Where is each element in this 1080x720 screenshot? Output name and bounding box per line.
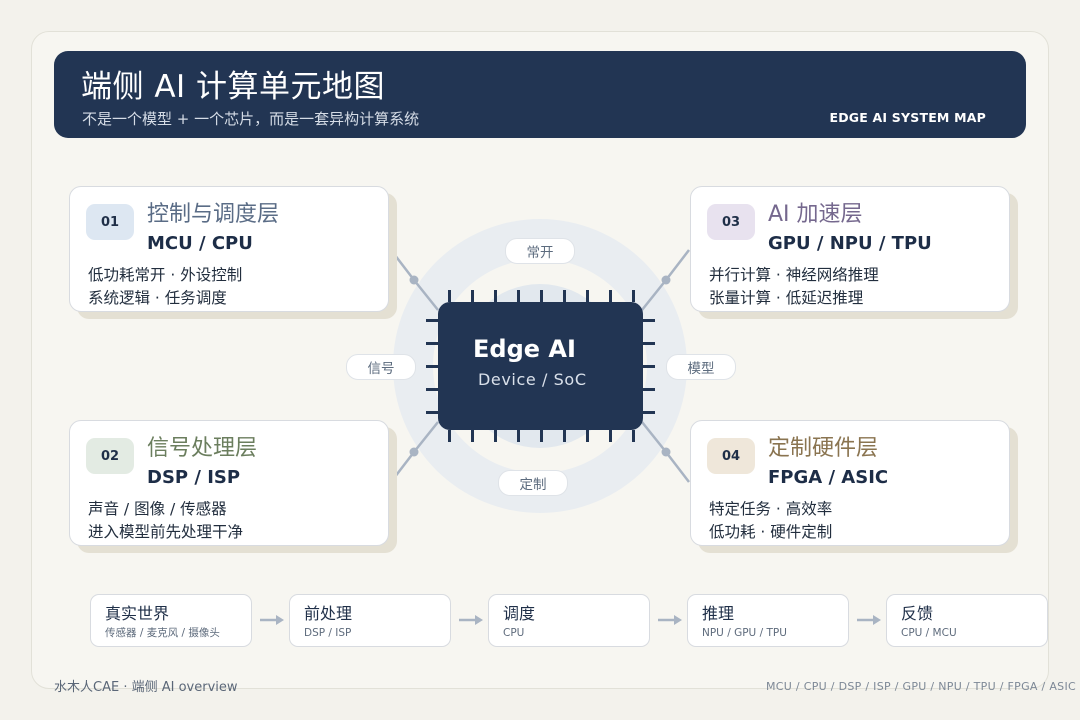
pill-bottom: 定制 bbox=[498, 470, 568, 496]
pill-left: 信号 bbox=[346, 354, 416, 380]
layer-desc-line: 进入模型前先处理干净 bbox=[88, 523, 244, 541]
layer-desc-line: 并行计算 · 神经网络推理 bbox=[709, 266, 879, 284]
pill-top: 常开 bbox=[505, 238, 575, 264]
header-tag: EDGE AI SYSTEM MAP bbox=[829, 110, 986, 125]
pipeline-arrows bbox=[260, 615, 881, 625]
step-subtitle: CPU bbox=[503, 627, 525, 639]
footer-credit: 水木人CAE · 端侧 AI overview bbox=[54, 680, 238, 695]
layer-chip: GPU / NPU / TPU bbox=[768, 233, 932, 254]
layer-card-custom: 04 定制硬件层 FPGA / ASIC 特定任务 · 高效率 低功耗 · 硬件… bbox=[690, 420, 1010, 546]
layer-number-badge: 02 bbox=[86, 438, 134, 474]
footer-chip-list: MCU / CPU / DSP / ISP / GPU / NPU / TPU … bbox=[766, 680, 1076, 693]
layer-desc-line: 低功耗常开 · 外设控制 bbox=[88, 266, 243, 284]
chip-pins bbox=[426, 290, 655, 442]
pipeline-step-inference: 推理 NPU / GPU / TPU bbox=[687, 594, 849, 647]
page-title: 端侧 AI 计算单元地图 bbox=[81, 69, 386, 105]
step-subtitle: CPU / MCU bbox=[901, 627, 957, 639]
connector-dot-bottom-left bbox=[409, 447, 419, 457]
layer-number-badge: 01 bbox=[86, 204, 134, 240]
step-title: 调度 bbox=[503, 604, 536, 623]
layer-name: 定制硬件层 bbox=[768, 436, 879, 461]
step-title: 反馈 bbox=[901, 604, 934, 623]
connector-dot-bottom-right bbox=[661, 447, 671, 457]
layer-chip: MCU / CPU bbox=[147, 233, 253, 254]
layer-desc-line: 系统逻辑 · 任务调度 bbox=[88, 289, 227, 307]
layer-chip: FPGA / ASIC bbox=[768, 467, 889, 488]
connector-dot-top-right bbox=[661, 275, 671, 285]
layer-name: AI 加速层 bbox=[768, 202, 863, 227]
layer-number-badge: 04 bbox=[707, 438, 755, 474]
layer-chip: DSP / ISP bbox=[147, 467, 241, 488]
soc-title: Edge AI bbox=[473, 335, 576, 363]
layer-desc-line: 特定任务 · 高效率 bbox=[709, 500, 833, 518]
soc-subtitle: Device / SoC bbox=[478, 370, 587, 389]
layer-desc-line: 声音 / 图像 / 传感器 bbox=[88, 500, 227, 518]
layer-desc-line: 张量计算 · 低延迟推理 bbox=[709, 289, 864, 307]
pipeline-step-real-world: 真实世界 传感器 / 麦克风 / 摄像头 bbox=[90, 594, 252, 647]
step-subtitle: DSP / ISP bbox=[304, 627, 352, 639]
header-banner: 端侧 AI 计算单元地图 不是一个模型 + 一个芯片，而是一套异构计算系统 ED… bbox=[54, 51, 1026, 138]
pipeline-step-feedback: 反馈 CPU / MCU bbox=[886, 594, 1048, 647]
pipeline-step-schedule: 调度 CPU bbox=[488, 594, 650, 647]
connector-dot-top-left bbox=[409, 275, 419, 285]
layer-card-control: 01 控制与调度层 MCU / CPU 低功耗常开 · 外设控制 系统逻辑 · … bbox=[69, 186, 389, 312]
soc-chip: Edge AI Device / SoC bbox=[438, 302, 643, 430]
step-title: 真实世界 bbox=[105, 604, 170, 623]
pill-right: 模型 bbox=[666, 354, 736, 380]
pipeline-step-preprocess: 前处理 DSP / ISP bbox=[289, 594, 451, 647]
step-title: 推理 bbox=[702, 604, 735, 623]
layer-name: 信号处理层 bbox=[147, 436, 258, 461]
layer-desc-line: 低功耗 · 硬件定制 bbox=[709, 523, 833, 541]
layer-card-signal: 02 信号处理层 DSP / ISP 声音 / 图像 / 传感器 进入模型前先处… bbox=[69, 420, 389, 546]
page-subtitle: 不是一个模型 + 一个芯片，而是一套异构计算系统 bbox=[82, 110, 420, 128]
layer-name: 控制与调度层 bbox=[147, 202, 280, 227]
layer-card-ai: 03 AI 加速层 GPU / NPU / TPU 并行计算 · 神经网络推理 … bbox=[690, 186, 1010, 312]
layer-number-badge: 03 bbox=[707, 204, 755, 240]
step-subtitle: NPU / GPU / TPU bbox=[702, 627, 787, 639]
step-title: 前处理 bbox=[304, 604, 353, 623]
step-subtitle: 传感器 / 麦克风 / 摄像头 bbox=[105, 627, 220, 639]
